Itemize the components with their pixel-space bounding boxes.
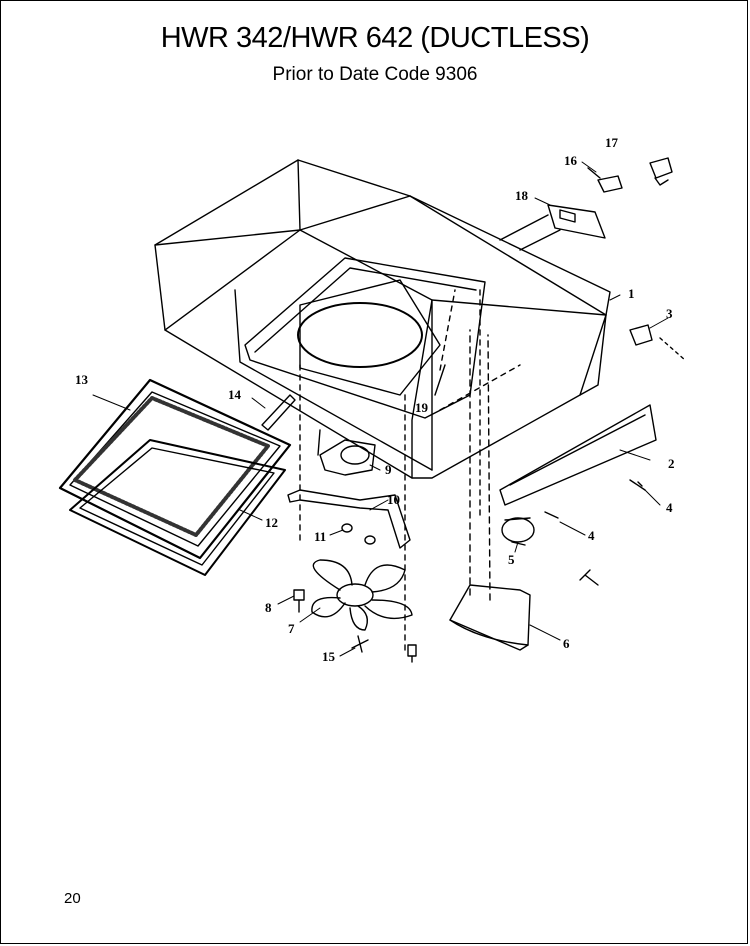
- callout-19: 19: [415, 400, 429, 415]
- part-4-screw-upper: [629, 479, 646, 491]
- page-number: 20: [64, 890, 81, 907]
- part-3-light-socket: [629, 324, 686, 361]
- callout-16: 16: [564, 153, 578, 168]
- callout-4-lower: 4: [588, 528, 595, 543]
- fan-opening: [297, 302, 423, 368]
- callout-17: 17: [605, 135, 619, 150]
- callout-8: 8: [265, 600, 272, 615]
- callout-6: 6: [563, 636, 570, 651]
- part-13-grease-filter: [58, 378, 292, 560]
- callout-2: 2: [668, 456, 675, 471]
- part-17-switch: [649, 157, 673, 186]
- callout-15: 15: [322, 649, 336, 664]
- part-15-clip: [351, 635, 369, 653]
- part-12-charcoal-filter: [69, 439, 286, 576]
- part-18-control-bracket: [499, 204, 606, 251]
- part-14-filter-clip: [261, 394, 296, 431]
- callout-7: 7: [288, 621, 295, 636]
- callout-4-upper: 4: [666, 500, 673, 515]
- range-hood-body: [154, 159, 611, 479]
- callout-14: 14: [228, 387, 242, 402]
- part-9-motor: [317, 429, 376, 476]
- callout-18: 18: [515, 188, 529, 203]
- motor-mount-plate: [299, 279, 441, 396]
- part-4-screw-lower: [544, 511, 599, 586]
- part-19-leader: [434, 364, 446, 396]
- part-6-duct-cover: [449, 329, 531, 651]
- callout-3: 3: [666, 306, 673, 321]
- page-title: HWR 342/HWR 642 (DUCTLESS): [160, 22, 590, 54]
- callout-leader-lines: [92, 161, 669, 657]
- part-5-lamp-holder: [501, 517, 535, 546]
- part-7-fan-blade: [311, 559, 413, 631]
- callout-12: 12: [265, 515, 278, 530]
- callout-11: 11: [314, 529, 326, 544]
- part-10-motor-bracket: [287, 489, 411, 549]
- callout-10: 10: [387, 492, 400, 507]
- page-subtitle: Prior to Date Code 9306: [272, 64, 478, 85]
- callout-13: 13: [75, 372, 89, 387]
- part-8-screw: [293, 589, 305, 613]
- part-2-light-panel: [499, 404, 657, 506]
- part-16-knob: [587, 167, 623, 193]
- callout-9: 9: [385, 462, 392, 477]
- callout-5: 5: [508, 552, 515, 567]
- callout-1: 1: [628, 286, 635, 301]
- assembly-guide-lines: [299, 289, 521, 651]
- part-11-nut: [341, 523, 353, 533]
- fan-bolt: [407, 644, 417, 663]
- motor-shaft-washer: [364, 535, 376, 545]
